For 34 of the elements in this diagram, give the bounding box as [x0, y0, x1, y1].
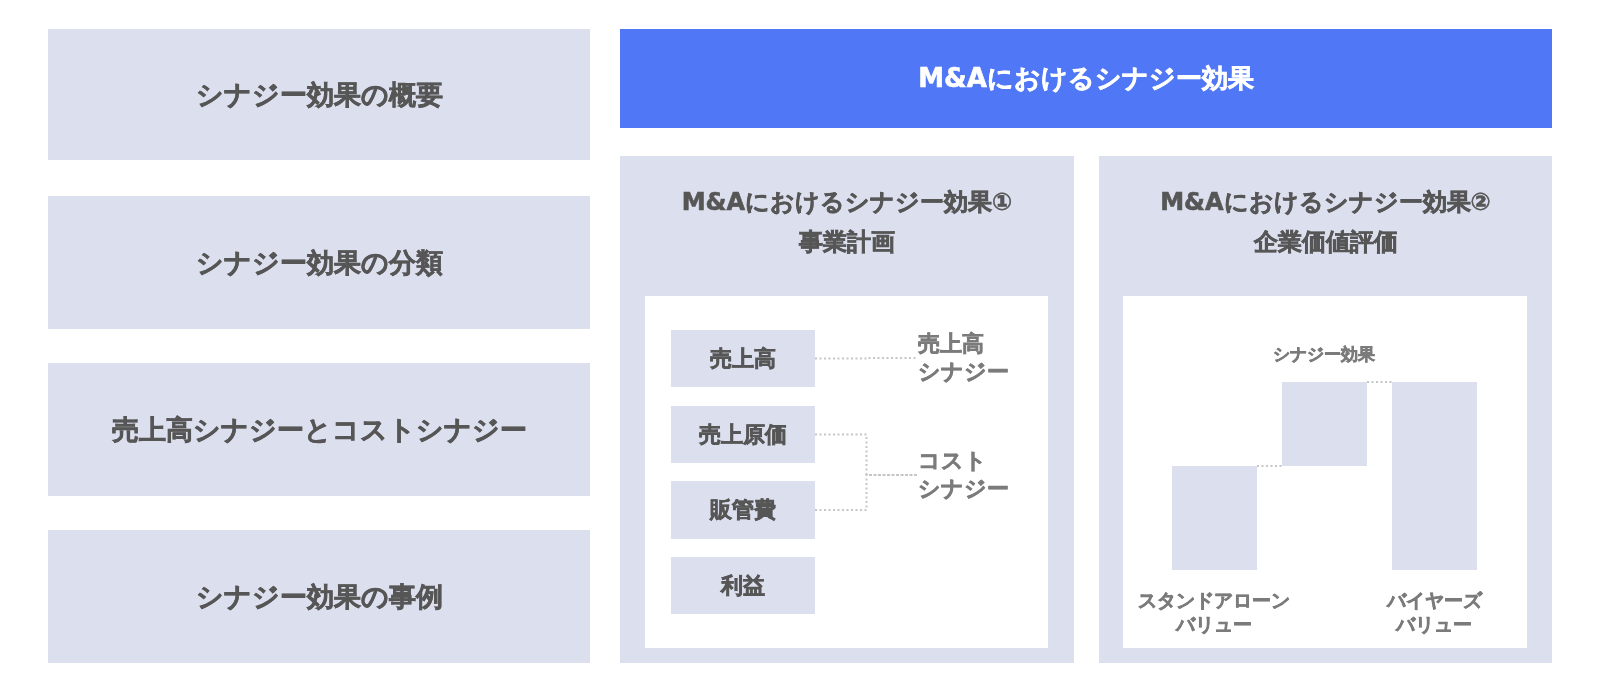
panel-heading: M&Aにおけるシナジー効果②企業価値評価	[1160, 187, 1491, 258]
content-card	[1123, 296, 1527, 648]
synergy-label: コストシナジー	[918, 447, 1009, 503]
synergy-label: 売上高シナジー	[918, 330, 1009, 386]
bar-label: シナジー効果	[1273, 343, 1375, 365]
panel-card	[1099, 156, 1552, 663]
dotted-connector	[1256, 465, 1283, 467]
item-label: 売上高	[710, 344, 776, 373]
topic-card	[48, 530, 590, 663]
item-label: 利益	[721, 571, 765, 600]
item-box	[671, 481, 815, 539]
value-bar	[1282, 382, 1367, 466]
item-box	[671, 557, 815, 614]
dotted-connector	[1366, 381, 1393, 383]
topic-card	[48, 29, 590, 160]
banner-title: M&Aにおけるシナジー効果	[918, 62, 1254, 95]
item-label: 売上原価	[699, 420, 787, 449]
topic-card	[48, 196, 590, 329]
panel-card	[620, 156, 1074, 663]
topic-title: シナジー効果の事例	[195, 579, 443, 614]
content-card	[645, 296, 1048, 648]
header-banner	[620, 29, 1552, 128]
topic-title: シナジー効果の分類	[195, 245, 443, 280]
topic-title: シナジー効果の概要	[195, 77, 443, 112]
panel-heading: M&Aにおけるシナジー効果①事業計画	[681, 187, 1013, 258]
topic-card	[48, 363, 590, 496]
item-label: 販管費	[710, 496, 776, 524]
topic-title: 売上高シナジーとコストシナジー	[111, 412, 527, 447]
value-bar	[1172, 466, 1257, 570]
bar-label: バイヤーズバリュー	[1386, 588, 1482, 636]
item-box	[671, 330, 815, 387]
bar-label: スタンドアローンバリュー	[1138, 588, 1290, 636]
value-bar	[1392, 382, 1477, 570]
item-box	[671, 406, 815, 463]
